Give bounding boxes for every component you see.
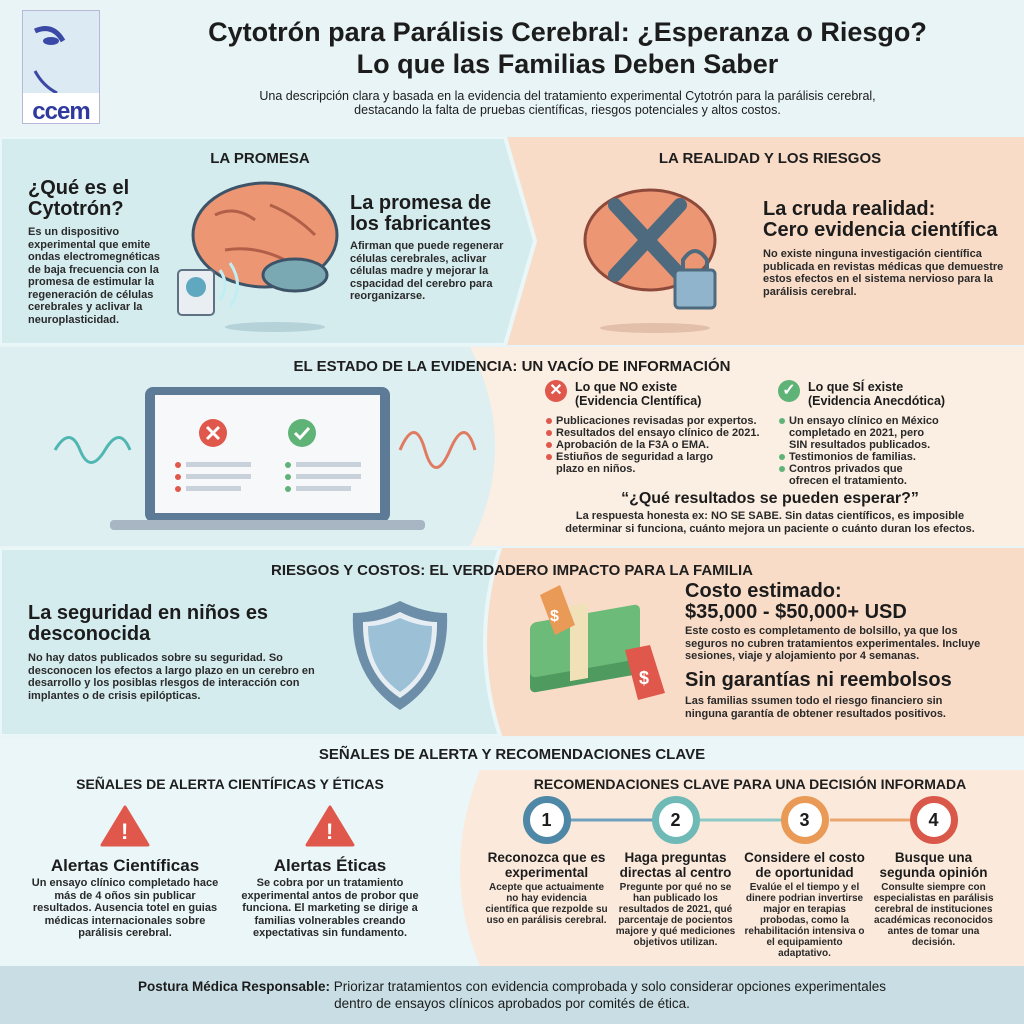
- face-logo-icon: [23, 11, 99, 95]
- page-title-line2: Lo que las Familias Deben Saber: [356, 49, 779, 79]
- list-item: Resultados del ensayo clínico de 2021.: [545, 427, 770, 439]
- no-exists-title: Lo que NO existe: [575, 380, 678, 394]
- step-number-badge: 1: [522, 796, 571, 844]
- what-is-title: ¿Qué es el Cytotrón?: [28, 177, 130, 220]
- list-item: Publicaciones revisadas por expertos.: [545, 415, 770, 427]
- alert-text: Se cobra por un tratamiento experimental…: [241, 877, 419, 939]
- list-item: Estiuños de seguridad a largo plazo en n…: [545, 451, 715, 475]
- step-number-badge: 4: [909, 796, 958, 844]
- reality-heading: LA REALIDAD Y LOS RIESGOS: [658, 150, 882, 167]
- makers-text: Afirman que puede regenerar células cere…: [350, 240, 504, 302]
- brain-blocked-icon: [583, 188, 717, 333]
- list-item: Contros privados que ofrecen el tratamie…: [778, 463, 943, 487]
- no-exists-list: Publicaciones revisadas por expertos.Res…: [545, 415, 770, 475]
- step-number-badge: 2: [651, 796, 700, 844]
- yes-exists-list: Un ensayo clínico en México completado e…: [778, 415, 943, 487]
- no-exists-block: ✕ Lo que NO existe(Evidencia Clentífica)…: [545, 380, 770, 475]
- reality-text: No existe ninguna investigación científi…: [763, 248, 1004, 298]
- promise-heading: LA PROMESA: [210, 150, 310, 167]
- alerts-heading: SEÑALES DE ALERTA Y RECOMENDACIONES CLAV…: [318, 746, 706, 763]
- step-text: Pregunte por qué no se han publicado los…: [615, 882, 736, 948]
- safety-text: No hay datos publicados sobre su segurid…: [28, 652, 315, 702]
- recommendation-step: 2 Haga preguntas directas al centro Preg…: [613, 796, 738, 948]
- svg-text:!: !: [121, 819, 128, 844]
- evidence-heading: EL ESTADO DE LA EVIDENCIA: UN VACÍO DE I…: [293, 358, 731, 375]
- brain-device-icon: [177, 181, 339, 332]
- svg-text:!: !: [326, 819, 333, 844]
- yes-exists-subtitle: (Evidencia Anecdótica): [808, 394, 946, 408]
- recommendations-heading: RECOMENDACIONES CLAVE PARA UNA DECISIÓN …: [533, 776, 967, 792]
- page-title: Cytotrón para Parálisis Cerebral: ¿Esper…: [208, 17, 927, 47]
- alert-title: Alertas Científicas: [50, 856, 200, 875]
- alert-card-scientific: ! Alertas Científicas Un ensayo clínico …: [25, 805, 225, 940]
- expected-results-answer: La respuesta honesta ex: NO SE SABE. Sin…: [565, 510, 975, 535]
- warning-triangle-icon: !: [100, 805, 150, 847]
- step-text: Evalúe el el tiempo y el dinere podrian …: [744, 882, 865, 959]
- logo-text: ccem: [32, 98, 90, 125]
- list-item: Un ensayo clínico en México completado e…: [778, 415, 943, 451]
- makers-title: La promesa de los fabricantes: [350, 192, 492, 235]
- shield-icon: [352, 601, 448, 710]
- step-title: Considere el costo de oportunidad: [744, 850, 865, 880]
- yes-exists-block: ✓ Lo que SÍ existe(Evidencia Anecdótica)…: [778, 380, 968, 487]
- laptop-comparison-icon: [53, 387, 477, 530]
- check-circle-icon: ✓: [778, 380, 800, 402]
- step-text: Acepte que actuaimente no hay evidencia …: [485, 882, 608, 926]
- subtitle-line2: destacando la falta de pruebas científic…: [354, 103, 781, 117]
- footer-text: Priorizar tratamientos con evidencia com…: [330, 979, 887, 1011]
- safety-title: La seguridad en niños es desconocida: [28, 602, 269, 645]
- x-circle-icon: ✕: [545, 380, 567, 402]
- recommendation-step: 3 Considere el costo de oportunidad Eval…: [742, 796, 867, 959]
- yes-exists-title: Lo que SÍ existe: [808, 380, 904, 394]
- list-item: Aprobación de la F3A o EMA.: [545, 439, 770, 451]
- alert-text: Un ensayo clínico completado hace más de…: [31, 877, 219, 939]
- tag-dollar-sign: $: [639, 668, 649, 688]
- reality-title: La cruda realidad:: [763, 198, 936, 220]
- alert-title: Alertas Éticas: [273, 856, 387, 875]
- reality-title-line2: Cero evidencia científica: [763, 219, 998, 241]
- alerts-subheading: SEÑALES DE ALERTA CIENTÍFICAS Y ÉTICAS: [76, 776, 384, 792]
- logo: ccem: [22, 10, 100, 125]
- risks-heading: RIESGOS Y COSTOS: EL VERDADERO IMPACTO P…: [271, 562, 753, 579]
- step-title: Haga preguntas directas al centro: [619, 850, 732, 880]
- risks-panel-bg: [0, 548, 503, 736]
- footer-label: Postura Médica Responsable:: [137, 979, 331, 994]
- refund-title: Sin garantías ni reembolsos: [685, 669, 952, 691]
- list-item: Testimonios de familias.: [778, 451, 943, 463]
- subtitle: Una descripción clara y basada en la evi…: [259, 89, 876, 103]
- alert-card-ethical: ! Alertas Éticas Se cobra por un tratami…: [230, 805, 430, 940]
- recommendation-step: 1 Reconozca que es experimental Acepte q…: [484, 796, 609, 926]
- cost-title: Costo estimado:: [685, 580, 842, 602]
- tag-dollar-sign: $: [550, 608, 559, 625]
- cost-text: Este costo es completamento de bolsillo,…: [685, 625, 981, 662]
- footer: Postura Médica Responsable: Priorizar tr…: [0, 966, 1024, 1024]
- expected-results-question: “¿Qué resultados se pueden esperar?”: [621, 490, 919, 507]
- warning-triangle-icon: !: [305, 805, 355, 847]
- step-number-badge: 3: [780, 796, 829, 844]
- cost-amount: $35,000 - $50,000+ USD: [685, 601, 907, 623]
- what-is-text: Es un dispositivo experimental que emite…: [28, 226, 161, 326]
- no-exists-subtitle: (Evidencia Clentífica): [575, 394, 702, 408]
- step-title: Reconozca que es experimental: [487, 850, 606, 880]
- step-title: Busque una segunda opinión: [879, 850, 988, 880]
- money-price-tag-icon: $ $: [530, 585, 665, 700]
- refund-text: Las familias ssumen todo el riesgo finan…: [685, 695, 946, 720]
- recommendation-step: 4 Busque una segunda opinión Consulte si…: [871, 796, 996, 948]
- step-text: Consulte siempre con especialistas en pa…: [873, 882, 994, 948]
